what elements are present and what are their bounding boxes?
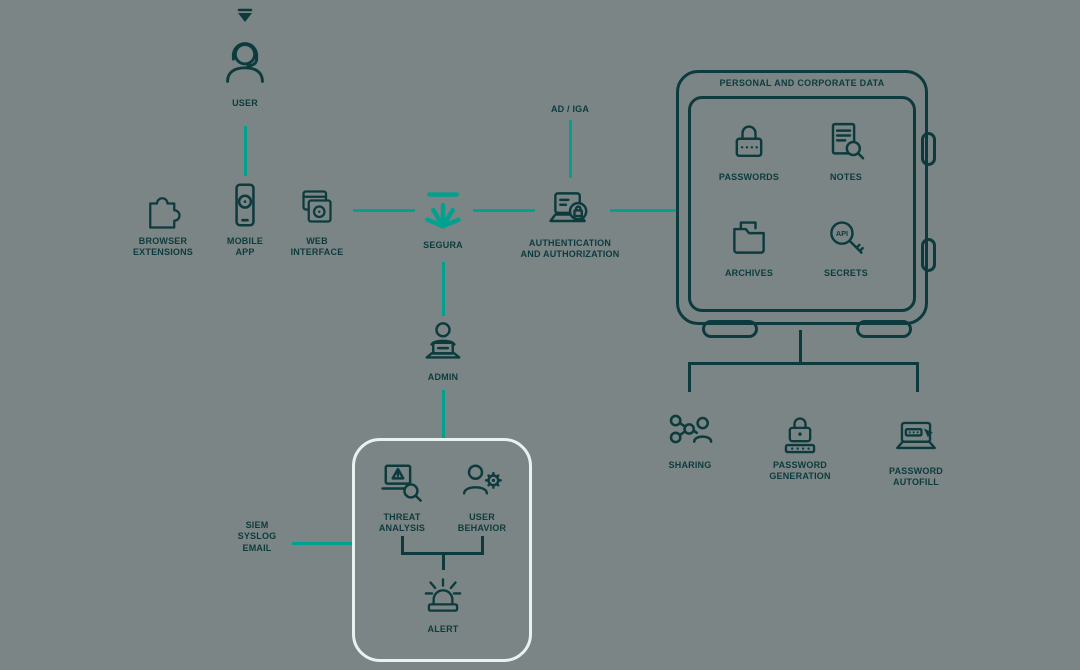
node-label: USER	[232, 98, 258, 108]
node-label: NOTES	[829, 172, 862, 182]
vault-hinge-top	[921, 132, 936, 166]
monitoring-box	[352, 438, 532, 662]
bracket-vault-left-drop	[688, 362, 691, 392]
node-browser-extensions: BROWSER EXTENSIONS	[130, 184, 196, 258]
node-label: PASSWORDS	[718, 172, 780, 182]
share-network-person-icon	[663, 402, 717, 456]
node-passwords: PASSWORDS	[714, 116, 784, 183]
laptop-autofill-icon	[891, 412, 941, 462]
node-label: AUTHENTICATION AND AUTHORIZATION	[520, 238, 620, 259]
node-label: SECRETS	[824, 268, 868, 278]
vault-outline	[676, 70, 928, 325]
node-label: ALERT	[427, 624, 459, 634]
connector-auth-vault	[610, 209, 676, 212]
folder-file-icon	[723, 212, 775, 264]
node-label: THREAT ANALYSIS	[378, 512, 426, 533]
connector-segura-auth	[473, 209, 535, 212]
vault-inner-outline	[688, 96, 916, 312]
connector-admin-box	[442, 390, 445, 438]
node-label: SEGURA	[423, 240, 463, 250]
node-label: USER BEHAVIOR	[457, 512, 507, 533]
node-label: PASSWORD GENERATION	[769, 460, 831, 481]
api-text: API	[836, 229, 848, 238]
document-magnifier-icon	[820, 116, 872, 168]
bracket-vault-right-drop	[916, 362, 919, 392]
node-mobile-app: MOBILE APP	[218, 178, 272, 258]
siem-label: SIEM SYSLOG EMAIL	[237, 520, 277, 553]
node-admin: ADMIN	[417, 316, 469, 383]
adiga-label: AD / IGA	[550, 104, 590, 114]
node-segura: SEGURA	[417, 184, 469, 251]
node-web-interface: WEB INTERFACE	[287, 184, 347, 258]
bracket-vault-stem	[799, 330, 802, 362]
node-archives: ARCHIVES	[716, 212, 782, 279]
vault-hinge-bottom	[921, 238, 936, 272]
node-label: SHARING	[668, 460, 712, 470]
laptop-lock-icon	[544, 182, 596, 234]
bracket-vault-bar	[688, 362, 919, 365]
vault-title: PERSONAL AND CORPORATE DATA	[719, 78, 885, 88]
node-sharing: SHARING	[662, 402, 718, 471]
vault-foot-right	[856, 320, 912, 338]
vault-foot-left	[702, 320, 758, 338]
segura-logo-icon	[417, 184, 469, 236]
node-password-autofill: PASSWORD AUTOFILL	[877, 412, 955, 488]
node-user-behavior: USER BEHAVIOR	[453, 456, 511, 534]
node-label: WEB INTERFACE	[290, 236, 344, 257]
api-key-icon: API	[820, 212, 872, 264]
node-authentication: AUTHENTICATION AND AUTHORIZATION	[518, 182, 622, 260]
node-secrets: API SECRETS	[816, 212, 876, 279]
node-threat-analysis: THREAT ANALYSIS	[373, 456, 431, 534]
connector-user-mobile	[244, 126, 247, 176]
node-label: ARCHIVES	[724, 268, 774, 278]
node-password-generation: PASSWORD GENERATION	[758, 406, 842, 482]
headset-user-icon	[214, 30, 276, 94]
browser-windows-icon	[293, 184, 341, 232]
smartphone-icon	[218, 178, 272, 232]
bracket-behavior-stub	[481, 536, 484, 552]
admin-laptop-person-icon	[417, 316, 469, 368]
connector-web-segura	[353, 209, 415, 212]
bracket-threat-stub	[401, 536, 404, 552]
node-label: BROWSER EXTENSIONS	[132, 236, 193, 257]
padlock-dots-icon	[775, 406, 825, 456]
connector-adiga-auth	[569, 120, 572, 178]
connector-segura-admin	[442, 262, 445, 316]
connector-siem-box	[292, 542, 352, 545]
node-label: ADMIN	[427, 372, 459, 382]
node-alert: ALERT	[418, 570, 468, 635]
cursor-marker	[235, 8, 255, 24]
node-label: PASSWORD AUTOFILL	[889, 466, 943, 487]
node-label: MOBILE APP	[226, 236, 264, 257]
laptop-warning-magnifier-icon	[376, 456, 428, 508]
puzzle-icon	[139, 184, 187, 232]
node-notes: NOTES	[816, 116, 876, 183]
person-gear-icon	[456, 456, 508, 508]
siren-icon	[418, 570, 468, 620]
bracket-alert-stem	[442, 552, 445, 570]
padlock-keypad-icon	[723, 116, 775, 168]
cursor-triangle-icon	[235, 8, 255, 24]
node-user: USER	[214, 30, 276, 109]
